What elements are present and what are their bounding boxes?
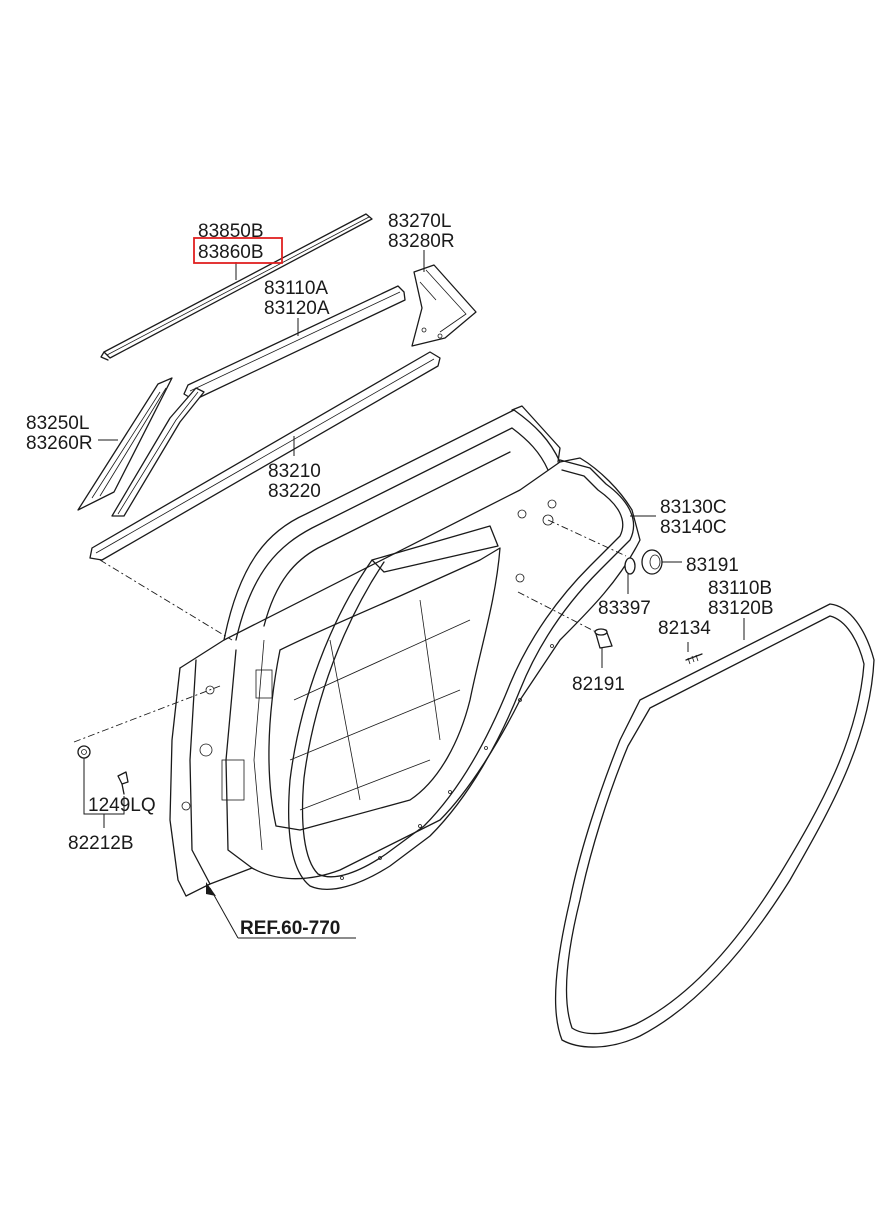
label-83120a: 83120A: [264, 298, 330, 319]
label-82134: 82134: [658, 618, 711, 639]
label-1249lq: 1249LQ: [88, 795, 156, 816]
label-83220: 83220: [268, 481, 321, 502]
label-83860b: 83860B: [198, 242, 264, 263]
label-82212b: 82212B: [68, 833, 134, 854]
label-83191: 83191: [686, 555, 739, 576]
leader-lines: [83, 250, 745, 939]
label-83280r: 83280R: [388, 231, 455, 252]
label-83270l: 83270L: [388, 211, 451, 232]
part-83397-seal: [624, 557, 636, 575]
label-83110b: 83110B: [708, 578, 772, 599]
part-83210-belt-weatherstrip: [89, 351, 441, 561]
part-83270l-delta-moulding: [411, 264, 477, 347]
label-83110a: 83110A: [264, 278, 328, 299]
part-door-frame: [223, 405, 561, 641]
label-83850b: 83850B: [198, 221, 264, 242]
part-82191-bumper: [594, 628, 613, 649]
dashed-reference-lines: [73, 519, 627, 743]
part-82134-clip: [685, 653, 703, 665]
part-83850b-moulding: [100, 213, 373, 361]
highlight-box-83860b: [193, 237, 283, 264]
part-83110b-body-weatherstrip: [554, 603, 875, 1048]
label-83250l: 83250L: [26, 413, 89, 434]
label-82191: 82191: [572, 674, 625, 695]
part-door-inner-panel: [169, 457, 641, 897]
part-pillar-trim: [111, 387, 205, 517]
part-labels: 83850B 83860B 83270L 83280R 83110A 83120…: [26, 211, 774, 939]
part-83110a-weatherstrip: [183, 285, 406, 401]
label-83130c: 83130C: [660, 497, 727, 518]
label-ref-60-770: REF.60-770: [240, 918, 340, 939]
label-83140c: 83140C: [660, 517, 727, 538]
label-83260r: 83260R: [26, 433, 93, 454]
part-83130c-door-weatherstrip: [288, 459, 635, 890]
label-83120b: 83120B: [708, 598, 774, 619]
label-83210: 83210: [268, 461, 321, 482]
part-82212b-fasteners: [77, 745, 129, 795]
part-83250l-pillar-cover: [77, 377, 173, 511]
part-83191-grommet: [641, 549, 663, 575]
label-83397: 83397: [598, 598, 651, 619]
